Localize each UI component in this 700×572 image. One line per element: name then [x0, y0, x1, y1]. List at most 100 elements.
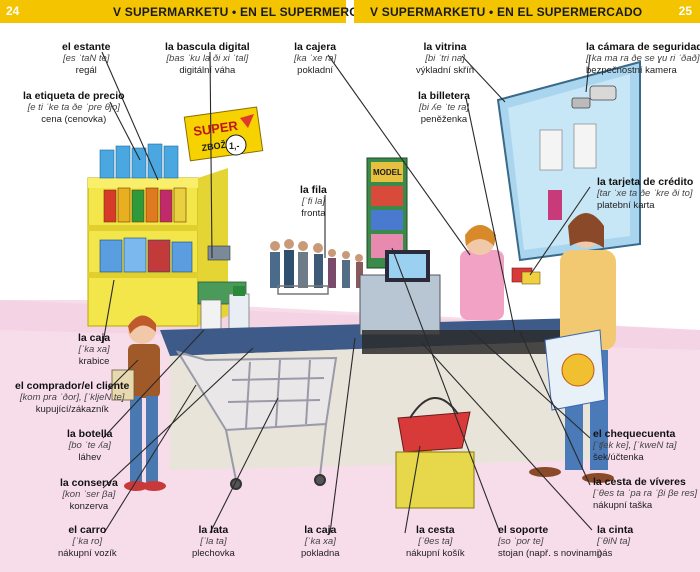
label-vitrina-cz: výkladní skříň — [416, 65, 475, 76]
label-cesta-viveres-cz: nákupní taška — [593, 500, 653, 511]
label-botella-es: la botella — [67, 428, 113, 440]
label-soporte-es: el soporte — [498, 524, 549, 536]
label-comprador-es: el comprador/el cliente — [15, 380, 130, 392]
label-cheque-es: el chequecuenta — [593, 428, 676, 440]
label-estante-es: el estante — [62, 41, 111, 53]
label-camara-cz: bezpečnostní kamera — [586, 65, 677, 76]
label-cajera: la cajera [ka ˈxe ra] pokladní — [294, 41, 336, 77]
boy-customer — [111, 315, 166, 491]
label-cinta-ph: [ˈθiN ta] — [597, 536, 631, 547]
label-comprador: el comprador/el cliente [kom pra ˈðor], … — [15, 380, 129, 416]
label-carro-es: el carro — [68, 524, 107, 536]
right-header-bar: 25 V SUPERMARKETU • EN EL SUPERMERCADO — [354, 0, 700, 23]
label-cesta-viveres-es: la cesta de víveres — [593, 476, 686, 488]
basket-and-stand — [395, 397, 475, 509]
label-soporte-cz: stojan (např. s novinami) — [498, 548, 603, 559]
label-cheque-ph: [ˈʧek ke], [ˈkweN ta] — [593, 440, 677, 451]
label-caja-register-es: la caja — [304, 524, 337, 536]
queue-people — [270, 239, 363, 295]
label-tarjeta-es: la tarjeta de crédito — [597, 176, 694, 188]
label-estante-ph: [es ˈtaN te] — [62, 53, 110, 64]
label-billetera: la billetera [bi ʎe ˈte ra] peněženka — [418, 90, 470, 126]
label-cinta-cz: pás — [597, 548, 613, 559]
label-lata-cz: plechovka — [192, 548, 235, 559]
customer-woman — [521, 213, 616, 483]
label-cesta-es: la cesta — [416, 524, 455, 536]
label-botella-cz: láhev — [78, 452, 102, 463]
label-caja-box-cz: krabice — [78, 356, 110, 367]
label-botella-ph: [bo ˈte ʎa] — [68, 440, 111, 451]
label-lata: la lata [ˈla ta] plechovka — [192, 524, 235, 560]
label-lata-ph: [ˈla ta] — [200, 536, 227, 547]
label-soporte: el soporte [so ˈpor te] stojan (např. s … — [498, 524, 602, 560]
label-tarjeta: la tarjeta de crédito [tar ˈxe ta ðe ˈkr… — [597, 176, 693, 212]
label-conserva-es: la conserva — [60, 477, 118, 489]
label-carro-cz: nákupní vozík — [58, 548, 117, 559]
label-etiqueta-cz: cena (cenovka) — [41, 114, 107, 125]
label-caja-box-ph: [ˈka xa] — [78, 344, 110, 355]
label-cesta-ph: [ˈθes ta] — [418, 536, 453, 547]
label-carro: el carro [ˈka ro] nákupní vozík — [58, 524, 117, 560]
magazine-model-text: MODEL — [373, 168, 402, 177]
label-cajera-es: la cajera — [294, 41, 337, 53]
label-cinta: la cinta [ˈθiN ta] pás — [597, 524, 633, 560]
label-etiqueta-es: la etiqueta de precio — [23, 90, 125, 102]
right-page-number: 25 — [678, 4, 692, 18]
label-cesta-viveres: la cesta de víveres [ˈθes ta ˈpa ra ˈβi … — [593, 476, 697, 512]
label-cajera-ph: [ka ˈxe ra] — [294, 53, 337, 64]
label-billetera-es: la billetera — [418, 90, 470, 102]
label-fila-ph: [ˈfi la] — [301, 196, 326, 207]
label-cajera-cz: pokladní — [297, 65, 334, 76]
label-estante-cz: regál — [75, 65, 97, 76]
label-fila-cz: fronta — [301, 208, 326, 219]
label-caja-register-cz: pokladna — [301, 548, 340, 559]
label-billetera-cz: peněženka — [420, 114, 468, 125]
label-cesta: la cesta [ˈθes ta] nákupní košík — [406, 524, 465, 560]
label-tarjeta-cz: platební karta — [597, 200, 655, 211]
label-camara: la cámara de seguridad [ˈka ma ra ðe se … — [586, 41, 700, 77]
label-comprador-cz: kupující/zákazník — [35, 404, 109, 415]
promo-sign: SUPER ZBOŽÍ 1,- — [183, 106, 264, 162]
left-header-bar: 24 V SUPERMARKETU • EN EL SUPERMERCADO — [0, 0, 385, 23]
label-tarjeta-ph: [tar ˈxe ta ðe ˈkre ði to] — [597, 188, 693, 199]
label-caja-register: la caja [ˈka xa] pokladna — [301, 524, 340, 560]
label-botella: la botella [bo ˈte ʎa] láhev — [67, 428, 113, 464]
label-conserva-cz: konzerva — [69, 501, 109, 512]
promo-zbozi-text: ZBOŽÍ — [201, 138, 230, 153]
label-bascula-ph: [bas ˈku la ði xi ˈtal] — [166, 53, 249, 64]
label-camara-ph: [ˈka ma ra ðe se ɣu ri ˈðað] — [586, 53, 700, 64]
right-page-title: V SUPERMARKETU • EN EL SUPERMERCADO — [370, 5, 643, 19]
label-etiqueta: la etiqueta de precio [e ti ˈke ta ðe ˈp… — [23, 90, 125, 126]
label-camara-es: la cámara de seguridad — [586, 41, 700, 53]
label-cesta-cz: nákupní košík — [406, 548, 465, 559]
label-billetera-ph: [bi ʎe ˈte ra] — [418, 102, 470, 113]
display-window — [496, 60, 641, 262]
left-page-number: 24 — [6, 4, 20, 18]
label-conserva: la conserva [kon ˈser βa] konzerva — [60, 477, 118, 513]
label-cheque: el chequecuenta [ˈʧek ke], [ˈkweN ta] še… — [593, 428, 677, 464]
label-bascula-es: la bascula digital — [165, 41, 250, 53]
label-cheque-cz: šek/účtenka — [593, 452, 644, 463]
label-conserva-ph: [kon ˈser βa] — [62, 489, 116, 500]
label-vitrina-es: la vitrina — [423, 41, 467, 53]
label-bascula: la bascula digital [bas ˈku la ði xi ˈta… — [165, 41, 250, 77]
leader-lines — [101, 51, 593, 534]
label-caja-register-ph: [ˈka xa] — [304, 536, 336, 547]
label-comprador-ph: [kom pra ˈðor], [ˈkljeN te] — [19, 392, 125, 403]
label-vitrina: la vitrina [bi ˈtri na] výkladní skříň — [416, 41, 474, 77]
label-caja-box-es: la caja — [78, 332, 111, 344]
label-carro-ph: [ˈka ro] — [72, 536, 103, 547]
label-fila: la fila [ˈfi la] fronta — [300, 184, 327, 220]
cashier-figure — [460, 225, 533, 320]
promo-price-text: 1,- — [229, 141, 240, 151]
label-cinta-es: la cinta — [597, 524, 634, 536]
magazine-stand: MODEL — [366, 157, 408, 269]
label-estante: el estante [es ˈtaN te] regál — [62, 41, 110, 77]
left-page-title: V SUPERMARKETU • EN EL SUPERMERCADO — [113, 5, 386, 19]
label-fila-es: la fila — [300, 184, 327, 196]
label-caja-box: la caja [ˈka xa] krabice — [78, 332, 110, 368]
label-etiqueta-ph: [e ti ˈke ta ðe ˈpre θjo] — [27, 102, 120, 113]
label-soporte-ph: [so ˈpor te] — [498, 536, 544, 547]
